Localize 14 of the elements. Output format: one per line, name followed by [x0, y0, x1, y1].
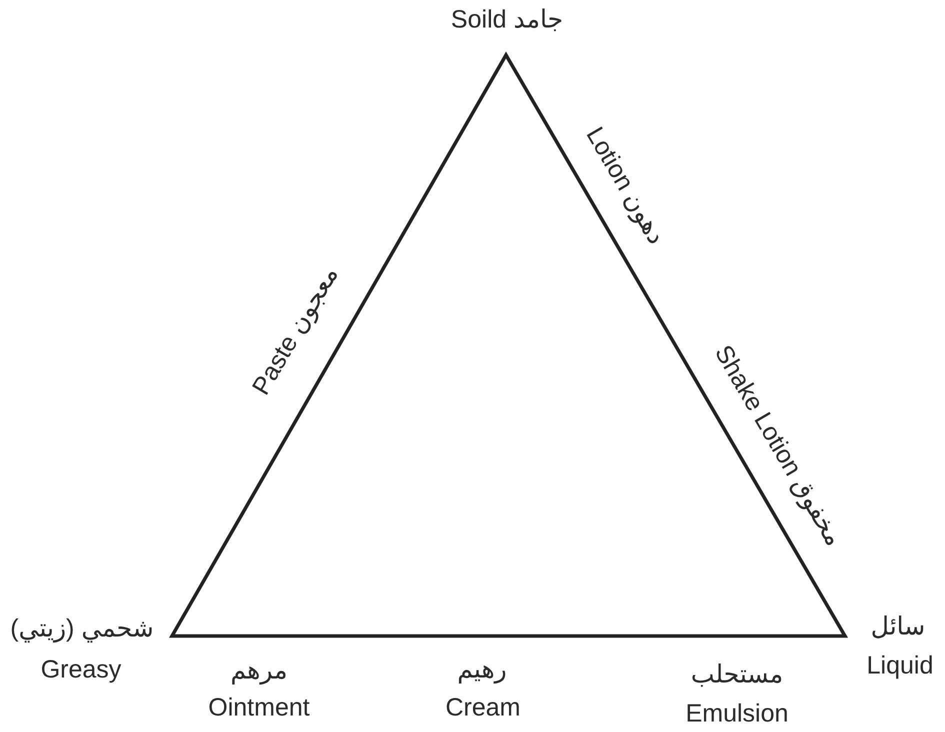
side-label: Paste معجون [248, 262, 344, 400]
base-label: Emulsion [686, 700, 788, 728]
corner-label: شحمي (زيتي) [10, 615, 154, 643]
base-label: مستحلب [690, 661, 784, 689]
corner-label: Soild جامد [450, 6, 564, 34]
corner-label: Greasy [40, 656, 122, 684]
base-label: رهيم [457, 656, 507, 684]
base-label: Ointment [208, 694, 310, 722]
corner-label: Liquid [866, 652, 934, 680]
base-label: مرهم [230, 657, 288, 685]
base-label: Cream [446, 694, 520, 722]
side-label: Lotion دهون [580, 122, 670, 250]
side-label: Shake Lotion مخفوق [708, 340, 848, 552]
corner-label: سائل [870, 613, 926, 641]
